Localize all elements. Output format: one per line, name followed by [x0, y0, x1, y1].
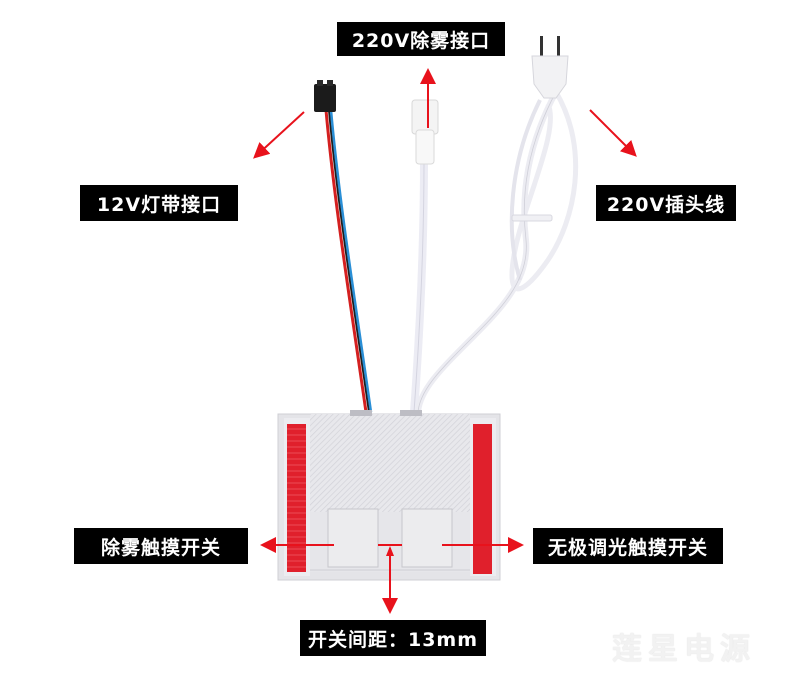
- defog-connector: [411, 99, 439, 165]
- label-switch-spacing: 开关间距：13mm: [300, 620, 486, 656]
- label-defog-port: 220V除雾接口: [337, 22, 505, 56]
- adhesive-strip-right: [473, 424, 492, 574]
- plug-cord: [415, 90, 579, 413]
- label-dimmer-touch-switch: 无极调光触摸开关: [533, 528, 723, 564]
- plug-head: [531, 36, 569, 99]
- callout-arrows: [253, 68, 637, 614]
- label-defog-touch-switch: 除雾触摸开关: [74, 528, 248, 564]
- brand-watermark: 莲星电源: [612, 632, 756, 667]
- adhesive-strip-left: [287, 424, 306, 572]
- led-strip-connector: [314, 80, 336, 112]
- label-plug-cord: 220V插头线: [596, 185, 736, 221]
- defog-wire: [410, 159, 428, 413]
- defog-touch-pad: [327, 508, 379, 568]
- arrow-spacing-up-head: [386, 546, 394, 556]
- arrow-led-strip-port: [253, 111, 305, 159]
- dimmer-touch-pad: [401, 508, 453, 568]
- label-led-strip-port: 12V灯带接口: [80, 185, 238, 221]
- arrow-plug-cord: [589, 109, 637, 157]
- led-strip-wire: [324, 109, 373, 413]
